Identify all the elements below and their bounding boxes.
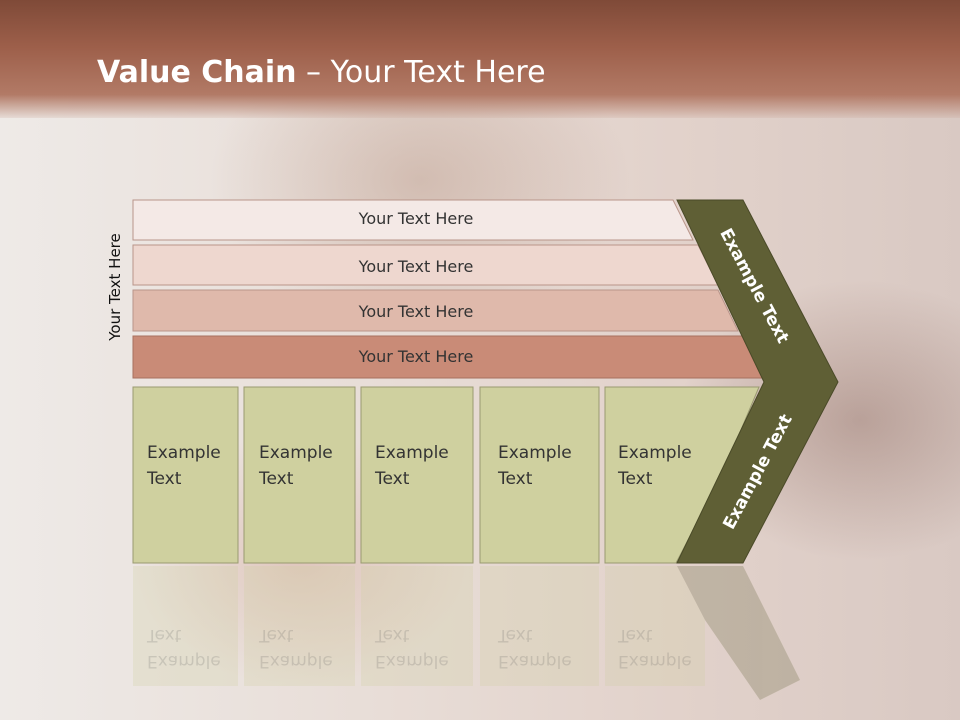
row-1-label: Your Text Here [358, 209, 474, 228]
row-1-shape [132, 199, 694, 241]
cell-2-line2: Text [259, 469, 294, 489]
cell-1-text: Example Text [147, 440, 221, 492]
cell-3-shape [360, 386, 474, 564]
cell-1-reflection: Example Text [147, 622, 221, 674]
cell-5-text: Example Text [618, 440, 692, 492]
cell-4-shape [479, 386, 600, 564]
title-bar [0, 0, 960, 118]
cell-2-reflection-line2: Text [259, 625, 294, 645]
title-separator: – [296, 55, 331, 90]
cell-5-line2: Text [618, 469, 653, 489]
reflection-group [133, 566, 800, 700]
cell-5-reflection: Example Text [618, 622, 692, 674]
title-rest: Your Text Here [330, 55, 546, 90]
cell-3-line1: Example [375, 443, 449, 463]
row-4-label: Your Text Here [358, 347, 474, 366]
cell-5-reflection-line1: Example [618, 651, 692, 671]
cell-4-line1: Example [498, 443, 572, 463]
cell-4-reflection: Example Text [498, 622, 572, 674]
cell-1-line2: Text [147, 469, 182, 489]
row-3-shape [132, 289, 739, 332]
cell-1-line1: Example [147, 443, 221, 463]
cell-4-reflection-line1: Example [498, 651, 572, 671]
cell-2-reflection-line1: Example [259, 651, 333, 671]
cell-5-line1: Example [618, 443, 692, 463]
cell-2-shape [243, 386, 356, 564]
chevron-shape [676, 199, 839, 564]
cell-4-text: Example Text [498, 440, 572, 492]
cell-1-reflection-line2: Text [147, 625, 182, 645]
cell-2-text: Example Text [259, 440, 333, 492]
cell-4-reflection-line2: Text [498, 625, 533, 645]
cell-4-line2: Text [498, 469, 533, 489]
cell-2-reflection: Example Text [259, 622, 333, 674]
cell-3-reflection-line1: Example [375, 651, 449, 671]
row-3-label: Your Text Here [358, 302, 474, 321]
cell-1-shape [132, 386, 239, 564]
cell-3-reflection: Example Text [375, 622, 449, 674]
cell-3-text: Example Text [375, 440, 449, 492]
row-2-label: Your Text Here [358, 257, 474, 276]
cell-1-reflection-line1: Example [147, 651, 221, 671]
title-bold: Value Chain [97, 55, 297, 90]
cell-5-reflection-line2: Text [618, 625, 653, 645]
cell-2-line1: Example [259, 443, 333, 463]
cell-3-line2: Text [375, 469, 410, 489]
slide-title: Value Chain – Your Text Here [97, 55, 546, 90]
cell-3-reflection-line2: Text [375, 625, 410, 645]
